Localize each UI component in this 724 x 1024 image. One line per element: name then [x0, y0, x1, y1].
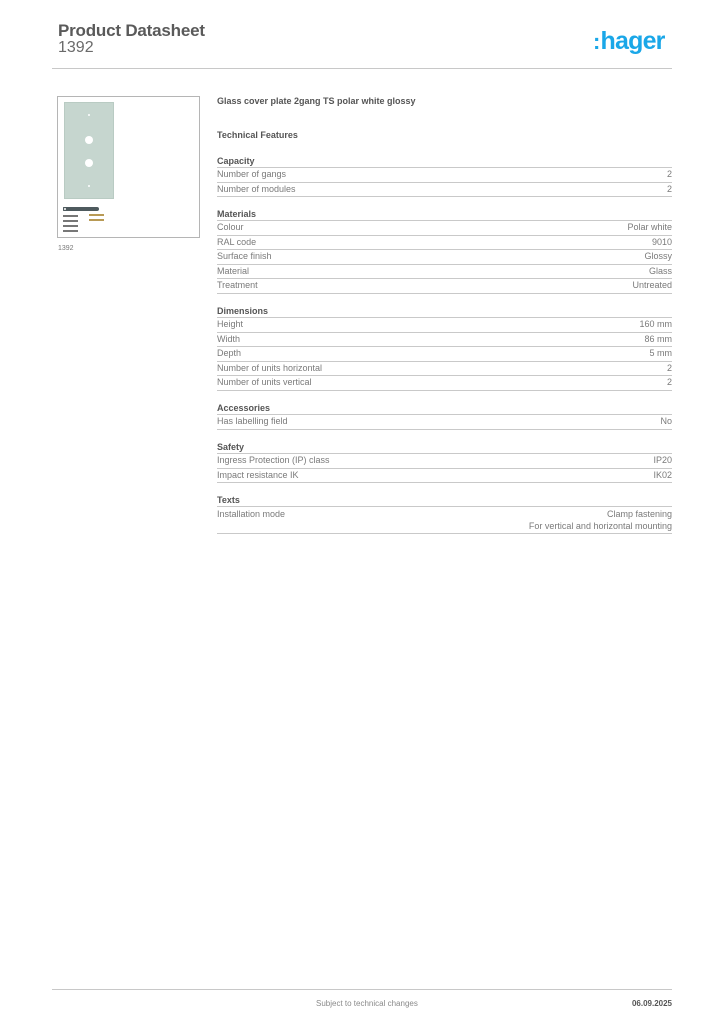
legend-line-icon: [63, 215, 78, 217]
logo-text: hager: [600, 27, 666, 55]
spec-label: Impact resistance IK: [217, 469, 299, 480]
section-safety: Safety Ingress Protection (IP) class IP20…: [217, 441, 672, 483]
spec-label: Has labelling field: [217, 416, 288, 426]
legend-line-icon: [63, 230, 78, 232]
spec-value: Glass: [648, 265, 672, 276]
spec-label: Depth: [217, 348, 242, 358]
footer-note: Subject to technical changes: [316, 999, 418, 1008]
spec-value: IK02: [653, 469, 672, 480]
technical-features-title: Technical Features: [217, 130, 298, 140]
spec-row: Number of gangs 2: [217, 168, 672, 183]
spec-label: Ingress Protection (IP) class: [217, 455, 330, 465]
spec-row: Width 86 mm: [217, 333, 672, 347]
spec-row: RAL code 9010: [217, 236, 672, 250]
product-image: [57, 96, 200, 238]
section-title: Dimensions: [217, 305, 672, 318]
spec-value: Polar white: [627, 222, 672, 232]
switch-hole-top: [85, 136, 93, 144]
spec-value: IP20: [653, 455, 672, 465]
spec-row: Material Glass: [217, 265, 672, 279]
spec-value: 2: [666, 362, 672, 373]
spec-value: 9010: [651, 236, 672, 247]
spec-label: Material: [217, 265, 250, 276]
screw-icon: [89, 219, 104, 221]
spec-value: Glossy: [644, 251, 672, 261]
spec-label: RAL code: [217, 236, 257, 247]
logo-colon: :: [593, 29, 600, 54]
footer-divider: [52, 989, 672, 990]
spec-value: 2: [666, 169, 672, 179]
spec-value: 5 mm: [649, 348, 673, 358]
spec-value: 2: [666, 377, 672, 387]
section-title: Texts: [217, 494, 672, 507]
spec-value: Untreated: [632, 280, 672, 290]
spec-value: 160 mm: [639, 319, 672, 329]
section-dimensions: Dimensions Height 160 mm Width 86 mm Depth…: [217, 305, 672, 391]
cover-plate-illustration: [64, 102, 114, 199]
footer-date: 06.09.2025: [631, 999, 672, 1008]
spec-row: Number of units vertical 2: [217, 376, 672, 391]
section-title: Safety: [217, 441, 672, 454]
image-caption: 1392: [58, 245, 74, 252]
spec-label: Surface finish: [217, 251, 272, 261]
switch-hole-bottom: [85, 159, 93, 167]
screw-icon: [89, 214, 104, 216]
spec-row: Treatment Untreated: [217, 279, 672, 294]
product-number: 1392: [58, 39, 94, 56]
spec-row: Number of units horizontal 2: [217, 362, 672, 376]
section-texts: Texts Installation mode Clamp fastening …: [217, 494, 672, 534]
spec-row: Number of modules 2: [217, 183, 672, 197]
section-title: Accessories: [217, 402, 672, 415]
section-title: Materials: [217, 208, 672, 221]
spec-label: Number of gangs: [217, 169, 287, 179]
header-divider: [52, 68, 672, 69]
spec-label: Number of units horizontal: [217, 362, 323, 373]
spec-row: Installation mode Clamp fastening For ve…: [217, 507, 672, 534]
spec-label: Number of units vertical: [217, 377, 312, 387]
screw-hole-bottom: [88, 185, 90, 187]
spec-value-line2: For vertical and horizontal mounting: [528, 521, 672, 531]
clamp-icon: [63, 207, 99, 211]
legend-line-icon: [63, 225, 78, 227]
section-accessories: Accessories Has labelling field No: [217, 402, 672, 430]
product-name: Glass cover plate 2gang TS polar white g…: [217, 96, 416, 106]
spec-row: Has labelling field No: [217, 415, 672, 430]
spec-label: Colour: [217, 222, 244, 232]
spec-row: Surface finish Glossy: [217, 250, 672, 265]
spec-label: Height: [217, 319, 244, 329]
spec-label: Number of modules: [217, 183, 296, 194]
spec-row: Depth 5 mm: [217, 347, 672, 362]
page-title: Product Datasheet: [58, 21, 205, 40]
spec-row: Colour Polar white: [217, 221, 672, 236]
hager-logo: :hager: [593, 27, 665, 56]
spec-row: Impact resistance IK IK02: [217, 469, 672, 483]
spec-value-line1: Clamp fastening: [606, 509, 672, 519]
spec-label: Treatment: [217, 280, 258, 290]
legend-line-icon: [63, 220, 78, 222]
spec-label: Installation mode: [217, 509, 286, 519]
spec-value: 86 mm: [644, 333, 672, 344]
section-capacity: Capacity Number of gangs 2 Number of modu…: [217, 155, 672, 197]
spec-value: No: [660, 416, 672, 426]
spec-value: Clamp fastening For vertical and horizon…: [529, 508, 672, 532]
spec-value: 2: [666, 183, 672, 194]
screw-hole-top: [88, 114, 90, 116]
spec-row: Height 160 mm: [217, 318, 672, 333]
section-title: Capacity: [217, 155, 672, 168]
spec-label: Width: [217, 333, 241, 344]
section-materials: Materials Colour Polar white RAL code 9010…: [217, 208, 672, 294]
spec-row: Ingress Protection (IP) class IP20: [217, 454, 672, 469]
